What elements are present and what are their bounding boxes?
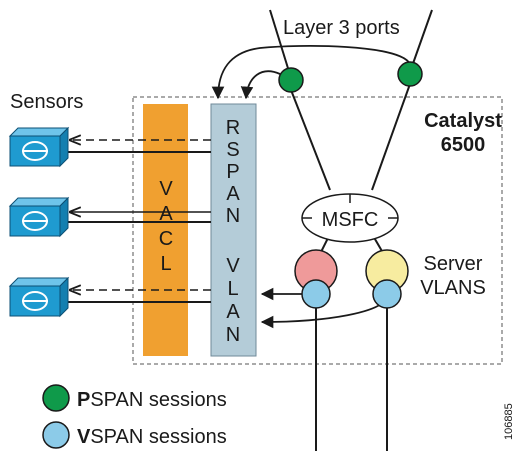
pspan-arrow-outer xyxy=(211,45,411,100)
pspan-arrow-inner xyxy=(240,70,281,100)
rspan-letter: A xyxy=(226,183,240,205)
legend-vspan-rest: SPAN sessions xyxy=(90,426,226,448)
vacl-column xyxy=(143,104,188,356)
sensors-label: Sensors xyxy=(10,91,83,113)
rspan-letter: N xyxy=(226,205,240,227)
sensor-2 xyxy=(8,196,70,238)
legend-pspan-swatch xyxy=(42,384,70,412)
legend-vspan-prefix: V xyxy=(77,426,91,448)
legend-pspan-text: PSPAN sessions xyxy=(77,389,227,411)
trunk-left xyxy=(290,89,331,191)
vacl-letter: V xyxy=(159,178,173,200)
pspan-port-left xyxy=(278,67,304,93)
layer3-link-left xyxy=(269,9,292,79)
layer3-ports-label: Layer 3 ports xyxy=(283,17,400,39)
sensor-1 xyxy=(8,126,70,168)
vlan-letter: L xyxy=(227,278,238,300)
vacl-letter: L xyxy=(160,253,171,275)
sensor-3 xyxy=(8,276,70,318)
rspan-vlan-column xyxy=(210,103,257,357)
rspan-letter: S xyxy=(226,139,239,161)
server-vlans-label-line2: VLANS xyxy=(420,277,486,299)
vacl-letter: A xyxy=(159,203,173,225)
vacl-letter: C xyxy=(159,228,173,250)
rspan-letter: P xyxy=(226,161,239,183)
vspan-port-left xyxy=(301,279,331,309)
layer3-link-right xyxy=(409,9,433,73)
legend-vspan-swatch xyxy=(42,421,70,449)
figure-id: 106885 xyxy=(503,403,515,440)
legend-pspan-prefix: P xyxy=(77,389,90,411)
vlan-letter: N xyxy=(226,324,240,346)
legend-vspan-text: VSPAN sessions xyxy=(77,426,227,448)
catalyst-label-line1: Catalyst xyxy=(424,110,502,132)
vlan-label: VLAN xyxy=(226,255,241,346)
legend-pspan-rest: SPAN sessions xyxy=(90,389,226,411)
catalyst-label-line2: 6500 xyxy=(441,134,486,156)
vlan-letter: A xyxy=(226,301,240,323)
msfc-label: MSFC xyxy=(322,209,379,231)
pspan-port-right xyxy=(397,61,423,87)
rspan-letter: R xyxy=(226,117,240,139)
vspan-port-right xyxy=(372,279,402,309)
vlan-letter: V xyxy=(226,255,240,277)
server-vlans-label-line1: Server xyxy=(424,253,483,275)
catalyst-chassis-boundary xyxy=(132,96,503,365)
trunk-right xyxy=(371,83,411,191)
